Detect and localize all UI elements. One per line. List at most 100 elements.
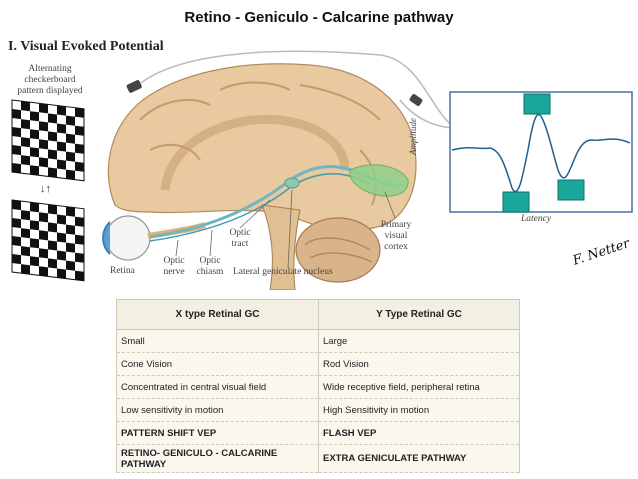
electrode-occipital	[409, 94, 423, 106]
cell-x-type: Low sensitivity in motion	[116, 398, 319, 422]
caption-line: checkerboard	[24, 75, 76, 85]
checker-square	[30, 147, 39, 158]
checkerboard-frame	[11, 199, 85, 282]
checker-square	[66, 224, 75, 235]
checker-square	[48, 204, 57, 215]
checker-square	[21, 210, 30, 221]
checker-square	[66, 133, 75, 144]
cell-x-type: PATTERN SHIFT VEP	[116, 421, 319, 445]
checker-square	[48, 113, 57, 124]
checker-square	[75, 234, 84, 245]
checker-square	[66, 260, 75, 271]
checker-square	[30, 256, 39, 267]
checker-square	[39, 212, 48, 223]
plot-x-label: Latency	[521, 214, 552, 224]
header-y-type: Y Type Retinal GC	[318, 299, 520, 330]
checker-square	[75, 270, 84, 281]
checker-square	[30, 129, 39, 140]
header-x-type: X type Retinal GC	[116, 299, 319, 330]
checker-square	[66, 169, 75, 180]
checker-square	[57, 232, 66, 243]
peak-marker	[523, 93, 551, 115]
checker-square	[39, 139, 48, 150]
plot-y-label: Amplitude	[408, 118, 418, 155]
checker-square	[21, 246, 30, 257]
label-pointers	[175, 189, 396, 269]
cerebellum-folia	[304, 237, 373, 263]
checker-square	[48, 149, 57, 160]
checker-square	[57, 250, 66, 261]
checker-square	[39, 103, 48, 114]
checker-square	[75, 107, 84, 118]
checker-square	[57, 141, 66, 152]
eye	[102, 215, 206, 261]
retinal-gc-comparison-table: X type Retinal GC Y Type Retinal GC Smal…	[116, 299, 520, 473]
page-title: Retino - Geniculo - Calcarine pathway	[184, 9, 454, 26]
checkerboard-pattern-top	[11, 99, 85, 182]
cell-x-type: Small	[116, 329, 319, 353]
label-retina: Retina	[110, 266, 135, 276]
label-lateral-geniculate-nucleus: Lateral geniculate nucleus	[233, 267, 333, 277]
vep-plot	[449, 91, 633, 213]
checker-square	[12, 127, 21, 138]
checker-square	[48, 131, 57, 142]
corpus-callosum	[160, 114, 350, 191]
checker-square	[48, 240, 57, 251]
checker-square	[30, 111, 39, 122]
vep-waveform	[451, 113, 631, 193]
cerebrum	[107, 63, 417, 231]
cornea-iris	[102, 221, 111, 255]
checker-square	[39, 157, 48, 168]
checker-square	[48, 167, 57, 178]
checker-square	[66, 206, 75, 217]
checker-square	[21, 119, 30, 130]
electrode	[126, 80, 142, 93]
cell-y-type: Large	[318, 329, 520, 353]
caption-line: pattern displayed	[17, 86, 83, 96]
cell-y-type: Wide receptive field, peripheral retina	[318, 375, 520, 399]
checker-square	[48, 222, 57, 233]
checker-square	[75, 125, 84, 136]
checker-square	[75, 216, 84, 227]
checker-square	[75, 143, 84, 154]
cell-x-type: RETINO- GENICULO - CALCARINE PATHWAY	[116, 444, 319, 473]
checker-square	[12, 236, 21, 247]
checker-square	[12, 254, 21, 265]
checker-square	[30, 220, 39, 231]
checker-square	[21, 228, 30, 239]
cell-y-type: Rod Vision	[318, 352, 520, 376]
checker-square	[30, 238, 39, 249]
table-header-row: X type Retinal GC Y Type Retinal GC	[116, 299, 520, 330]
visual-pathway-inner	[149, 173, 371, 242]
alternation-arrows: ↓↑	[40, 183, 51, 195]
cell-y-type: EXTRA GENICULATE PATHWAY	[318, 444, 520, 473]
checker-square	[12, 163, 21, 174]
checker-square	[21, 155, 30, 166]
checker-square	[75, 252, 84, 263]
checker-square	[12, 109, 21, 120]
checker-square	[30, 202, 39, 213]
checker-square	[39, 248, 48, 259]
checker-square	[30, 165, 39, 176]
checkerboard-pattern-bottom	[11, 199, 85, 282]
checker-square	[57, 105, 66, 116]
checkerboard-frame	[11, 99, 85, 182]
checkerboard-caption: Alternating checkerboard pattern display…	[2, 64, 98, 97]
checker-square	[66, 115, 75, 126]
checker-square	[21, 264, 30, 275]
checker-square	[12, 218, 21, 229]
eyeball	[105, 215, 151, 261]
cell-x-type: Cone Vision	[116, 352, 319, 376]
cell-x-type: Concentrated in central visual field	[116, 375, 319, 399]
checker-square	[57, 268, 66, 279]
